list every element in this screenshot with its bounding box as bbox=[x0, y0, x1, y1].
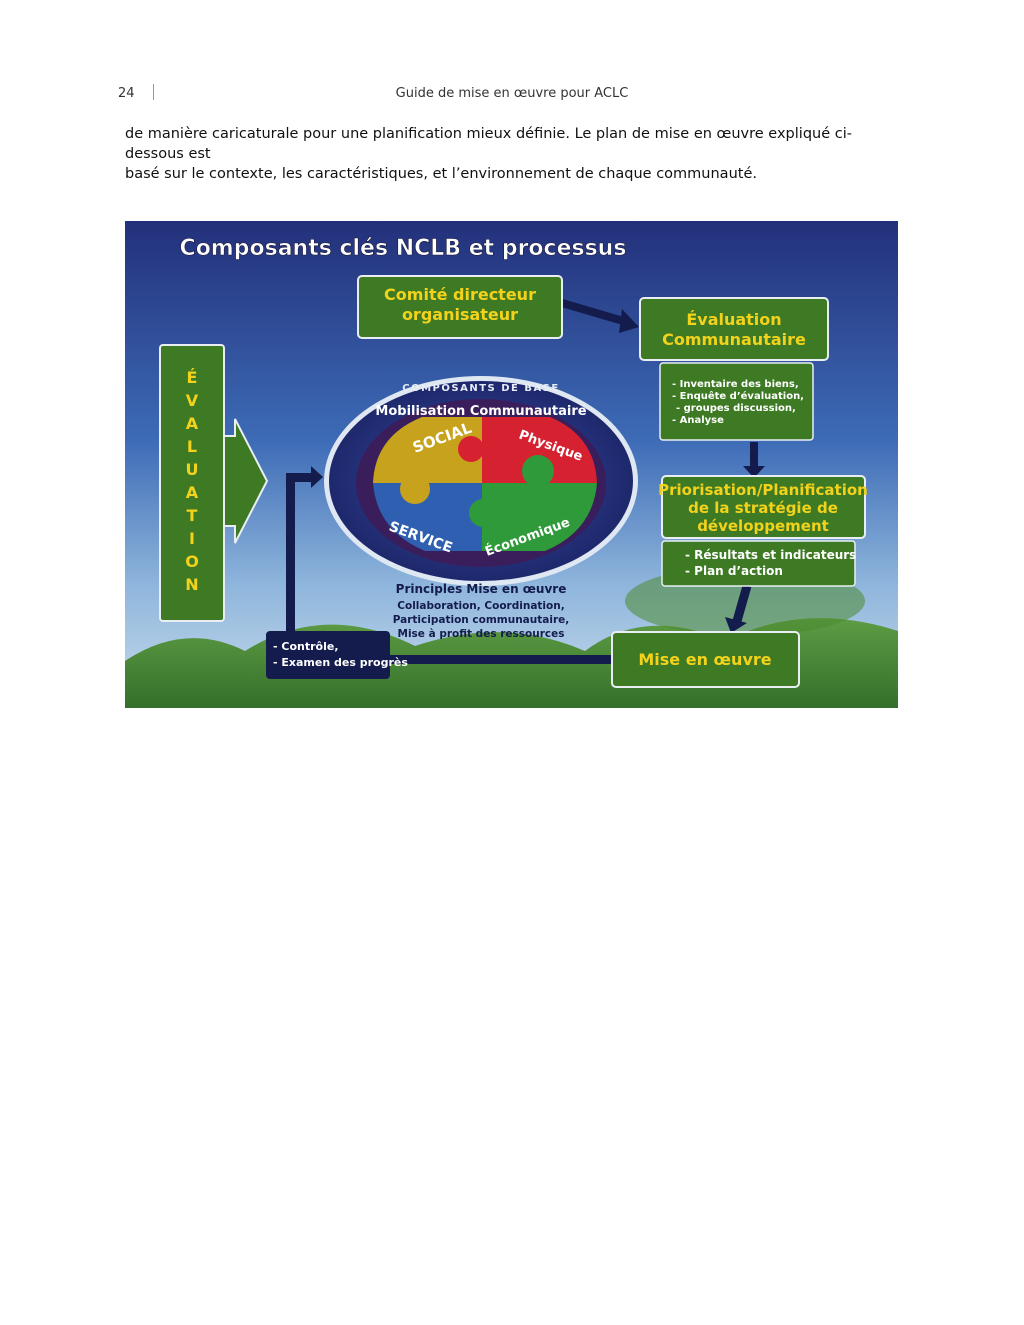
evaluation-item: - Enquête d’évaluation, bbox=[672, 390, 804, 402]
arrow-head-evaluation bbox=[743, 466, 765, 478]
controle-item: - Examen des progrès bbox=[273, 656, 408, 669]
evaluation-letter: I bbox=[189, 529, 195, 548]
evaluation-items-box bbox=[659, 362, 814, 441]
page-number: 24 bbox=[118, 86, 135, 101]
principles-line: Collaboration, Coordination, bbox=[397, 600, 564, 612]
evaluation-arrow bbox=[223, 418, 269, 544]
comite-line-1: Comité directeur bbox=[384, 285, 536, 304]
header-separator bbox=[153, 84, 154, 100]
process-diagram: Composants clés NCLB et processus É V A … bbox=[125, 221, 898, 708]
evaluation-letter: O bbox=[185, 552, 199, 571]
priorisation-items-box bbox=[661, 540, 856, 587]
body-paragraph: de manière caricaturale pour une planifi… bbox=[125, 124, 905, 184]
evaluation-items: - Inventaire des biens, - Enquête d’éval… bbox=[672, 379, 804, 426]
evaluation-comm-line-2: Communautaire bbox=[662, 330, 806, 349]
arrow-priorisation-to-mise bbox=[732, 584, 752, 623]
diagram-canvas: Composants clés NCLB et processus É V A … bbox=[125, 221, 898, 708]
puzzle-tab-center bbox=[469, 499, 497, 527]
principles-line: Mise à profit des ressources bbox=[398, 628, 565, 640]
controle-item: - Contrôle, bbox=[273, 640, 339, 653]
evaluation-letter: A bbox=[186, 483, 199, 502]
arrow-head-priorisation bbox=[725, 617, 747, 633]
puzzle-tab-economique bbox=[522, 455, 554, 487]
arrow-comite-to-evaluation bbox=[560, 299, 632, 327]
priorisation-item: - Plan d’action bbox=[685, 564, 783, 578]
composants-de-base-label: COMPOSANTS DE BASE bbox=[402, 383, 559, 394]
evaluation-item: - groupes discussion, bbox=[676, 403, 796, 414]
evaluation-letter: L bbox=[187, 437, 197, 456]
comite-line-2: organisateur bbox=[402, 305, 518, 324]
mobilisation-label: Mobilisation Communautaire bbox=[375, 404, 586, 419]
body-line-2: basé sur le contexte, les caractéristiqu… bbox=[125, 166, 757, 182]
evaluation-letter: A bbox=[186, 414, 199, 433]
arrow-mise-to-controle bbox=[365, 655, 613, 664]
puzzle-tab-physique bbox=[458, 436, 484, 462]
puzzle-piece-economique bbox=[482, 483, 597, 551]
priorisation-box bbox=[661, 475, 866, 539]
puzzle bbox=[373, 417, 597, 551]
priorisation-line-2: de la stratégie de bbox=[688, 499, 838, 517]
priorisation-item: - Résultats et indicateurs bbox=[685, 548, 856, 562]
controle-box bbox=[266, 631, 390, 679]
evaluation-letter: N bbox=[185, 575, 198, 594]
arrow-controle-vertical bbox=[286, 477, 295, 657]
priorisation-line-3: développement bbox=[697, 517, 829, 535]
arrow-evaluation-to-priorisation bbox=[750, 442, 758, 468]
arrow-head-controle bbox=[311, 466, 323, 488]
comite-box bbox=[357, 275, 563, 339]
evaluation-item: - Analyse bbox=[672, 415, 724, 426]
arrow-head-comite bbox=[619, 309, 639, 333]
body-line-1: de manière caricaturale pour une planifi… bbox=[125, 126, 852, 162]
evaluation-letter: T bbox=[187, 506, 198, 525]
evaluation-item: - Inventaire des biens, bbox=[672, 379, 799, 390]
evaluation-letters: É V A L U A T I O N bbox=[185, 368, 199, 594]
mise-en-oeuvre-box bbox=[611, 631, 800, 688]
running-title: Guide de mise en œuvre pour ACLC bbox=[395, 86, 629, 101]
priorisation-line-1: Priorisation/Planification bbox=[658, 481, 868, 499]
evaluation-comm-box bbox=[639, 297, 829, 361]
arrow-controle-horizontal bbox=[286, 473, 314, 482]
evaluation-letter: É bbox=[187, 368, 198, 387]
puzzle-piece-social bbox=[373, 417, 482, 483]
puzzle-piece-physique bbox=[482, 417, 597, 483]
diagram-title: Composants clés NCLB et processus bbox=[180, 236, 627, 261]
principles-line: Participation communautaire, bbox=[393, 614, 570, 626]
mise-en-oeuvre-label: Mise en œuvre bbox=[638, 650, 771, 669]
puzzle-piece-service bbox=[373, 483, 482, 551]
principles-title: Principles Mise en œuvre bbox=[396, 582, 567, 596]
evaluation-comm-line-1: Évaluation bbox=[686, 310, 781, 329]
evaluation-letter: V bbox=[186, 391, 199, 410]
evaluation-letter: U bbox=[186, 460, 199, 479]
puzzle-tab-social bbox=[400, 474, 430, 504]
